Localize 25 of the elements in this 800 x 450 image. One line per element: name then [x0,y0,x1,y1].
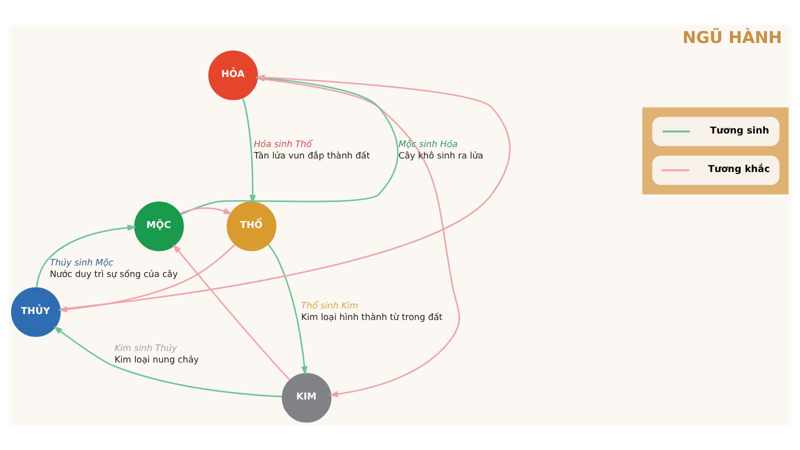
arrow [268,244,308,376]
legend-label: Tương sinh [710,125,770,136]
arrow [172,244,290,380]
label: Kim loại nung chảy [114,356,199,366]
arrow [36,224,137,288]
node-circle: MỘC [134,202,184,252]
edge-label: Kim sinh Thủy [114,344,177,354]
arrow [257,78,460,398]
label: Tàn lửa vun đắp thành đất [254,152,370,162]
node-circle: THỦY [11,287,61,337]
label: Kim loại hình thành từ trong đất [301,312,443,323]
node-circle: THỔ [226,202,276,252]
node-circle: HỎA [208,50,258,100]
label: Nước duy trì sự sống của cây [50,270,178,280]
edge-label: Thủy sinh Mộc [50,258,114,268]
arrow [53,326,282,398]
arrow [242,98,256,204]
diagram-title: NGŨ HÀNH [682,28,782,47]
edge-label: Hỏa sinh Thổ [254,140,312,150]
node-circle: KIM [282,372,332,423]
arrow [180,207,233,214]
label: Cây khô sinh ra lửa [398,152,484,162]
legend-label: Tương khắc [708,164,770,176]
edge-label: Mộc sinh Hỏa [398,140,458,150]
edge-label: Thổ sinh Kim [301,301,358,312]
